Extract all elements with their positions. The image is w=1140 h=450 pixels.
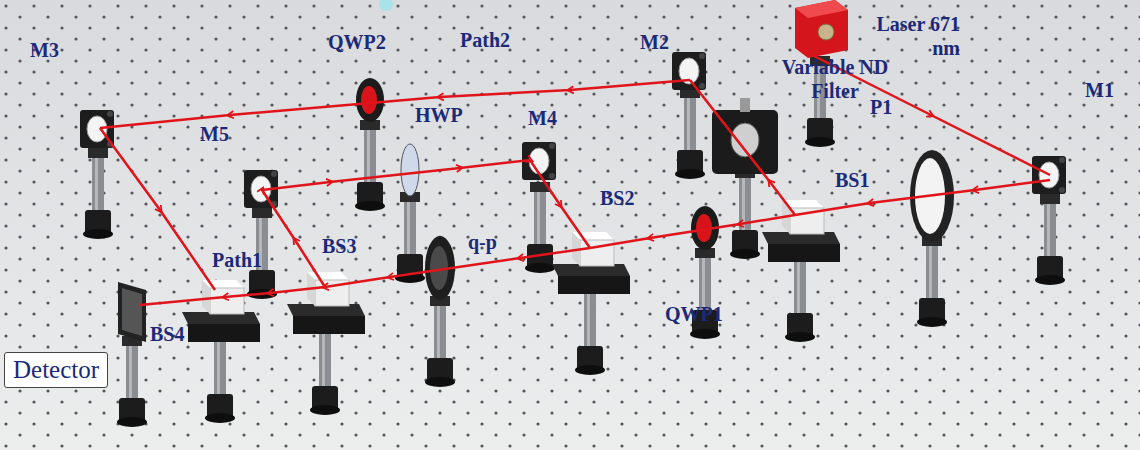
component-label: QWP2	[328, 30, 386, 54]
component-label: Variable ND Filter	[770, 55, 900, 103]
light-spot	[379, 0, 393, 11]
node-text: Detector	[13, 355, 99, 385]
component-label: M4	[528, 106, 557, 130]
component-label: BS1	[835, 168, 869, 192]
detector-box: Detector	[4, 352, 108, 388]
nd-filter-mount	[712, 98, 778, 174]
detector-plate	[118, 282, 146, 342]
posts	[83, 56, 1065, 427]
component-label: HWP	[415, 103, 463, 127]
component-label: Laser 671 nm	[850, 12, 960, 60]
component-label: QWP1	[665, 302, 723, 326]
component-label: P1	[870, 95, 892, 119]
component-label: BS3	[322, 234, 356, 258]
laser-beam	[100, 55, 1050, 305]
wave-plates	[356, 78, 719, 300]
component-label: Path2	[460, 28, 510, 52]
component-label: M3	[30, 38, 59, 62]
component-label: BS4	[150, 322, 184, 346]
component-label: Path1	[212, 248, 262, 272]
component-label: M5	[200, 122, 229, 146]
component-label: M1	[1085, 78, 1114, 102]
beam-splitters	[182, 200, 840, 342]
laser-head	[795, 0, 848, 58]
component-label: BS2	[600, 186, 634, 210]
component-label: M2	[640, 30, 669, 54]
component-label: q-p	[468, 230, 497, 254]
